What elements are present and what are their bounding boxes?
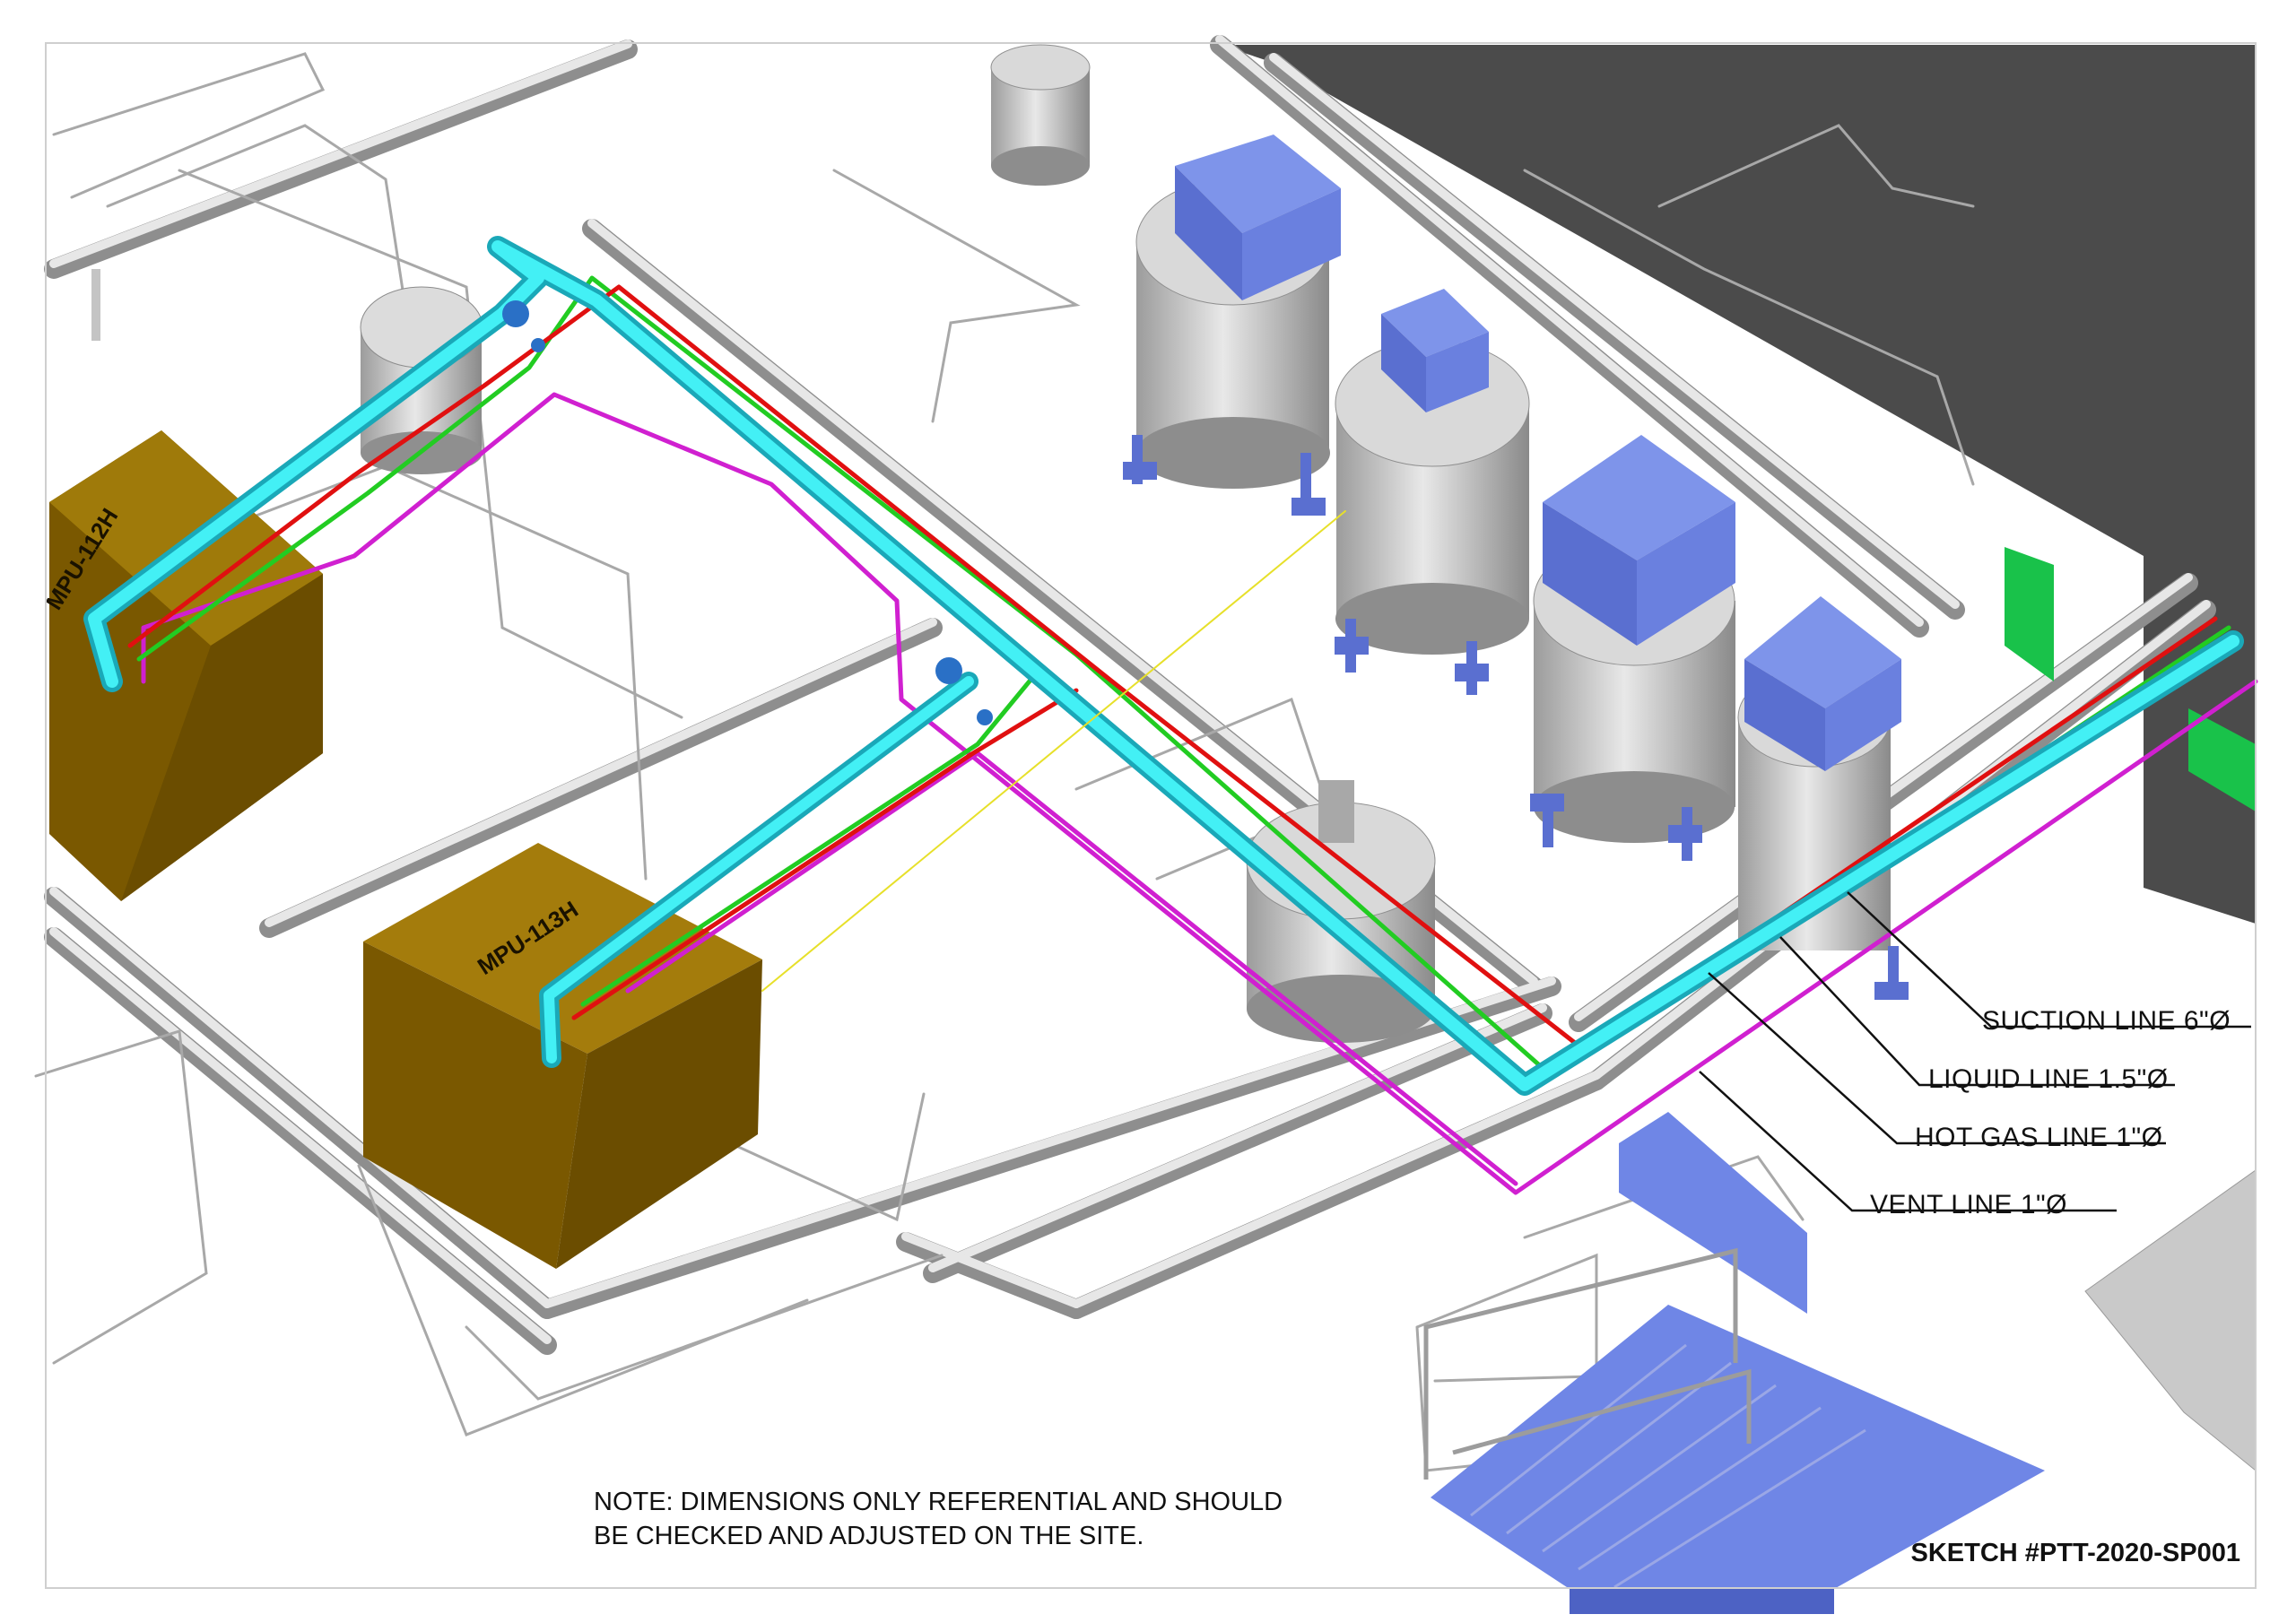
note-line-1: NOTE: DIMENSIONS ONLY REFERENTIAL AND SH… (594, 1488, 1283, 1516)
drawing-note: NOTE: DIMENSIONS ONLY REFERENTIAL AND SH… (594, 1485, 1283, 1553)
stair-platform (1423, 1112, 2045, 1614)
note-line-2: BE CHECKED AND ADJUSTED ON THE SITE. (594, 1522, 1144, 1550)
tank-2 (1335, 289, 1530, 655)
tank-legs (1123, 435, 1909, 1000)
vent-line-branch (625, 751, 1518, 1186)
floor-slab (2084, 1169, 2257, 1472)
green-panel-bottom (2188, 708, 2256, 812)
green-panel-top (2005, 547, 2054, 681)
valves (502, 300, 993, 725)
dark-wall (1220, 45, 2256, 924)
yellow-line-route (761, 510, 1346, 992)
liquid-line-branch (571, 688, 1079, 1020)
legend-vent-line: VENT LINE 1"Ø (1870, 1190, 2068, 1219)
suction-line-route (83, 236, 2244, 1096)
vent-leader (1699, 1071, 2117, 1212)
legend-leaders (1699, 891, 2251, 1212)
tank-1 (1135, 135, 1341, 489)
hot-gas-line-branch (580, 665, 1043, 1007)
refrigeration-lines (83, 236, 2258, 1195)
sketch-number: SKETCH #PTT-2020-SP001 (1910, 1539, 2240, 1567)
liquid-leader (1779, 936, 2175, 1087)
mpu-112h-unit: MPU-112H (40, 430, 323, 901)
legend-suction-line: SUCTION LINE 6"Ø (1982, 1006, 2231, 1036)
hot-gas-leader (1708, 972, 2166, 1145)
mpu-113h-unit: MPU-113H (363, 843, 762, 1269)
small-cylinder-top (990, 44, 1091, 186)
suction-leader (1847, 891, 2251, 1028)
tank-3 (1533, 435, 1735, 843)
legend-hot-gas-line: HOT GAS LINE 1"Ø (1915, 1123, 2163, 1152)
tank-group (91, 44, 1909, 1043)
legend-liquid-line: LIQUID LINE 1.5"Ø (1928, 1064, 2169, 1094)
